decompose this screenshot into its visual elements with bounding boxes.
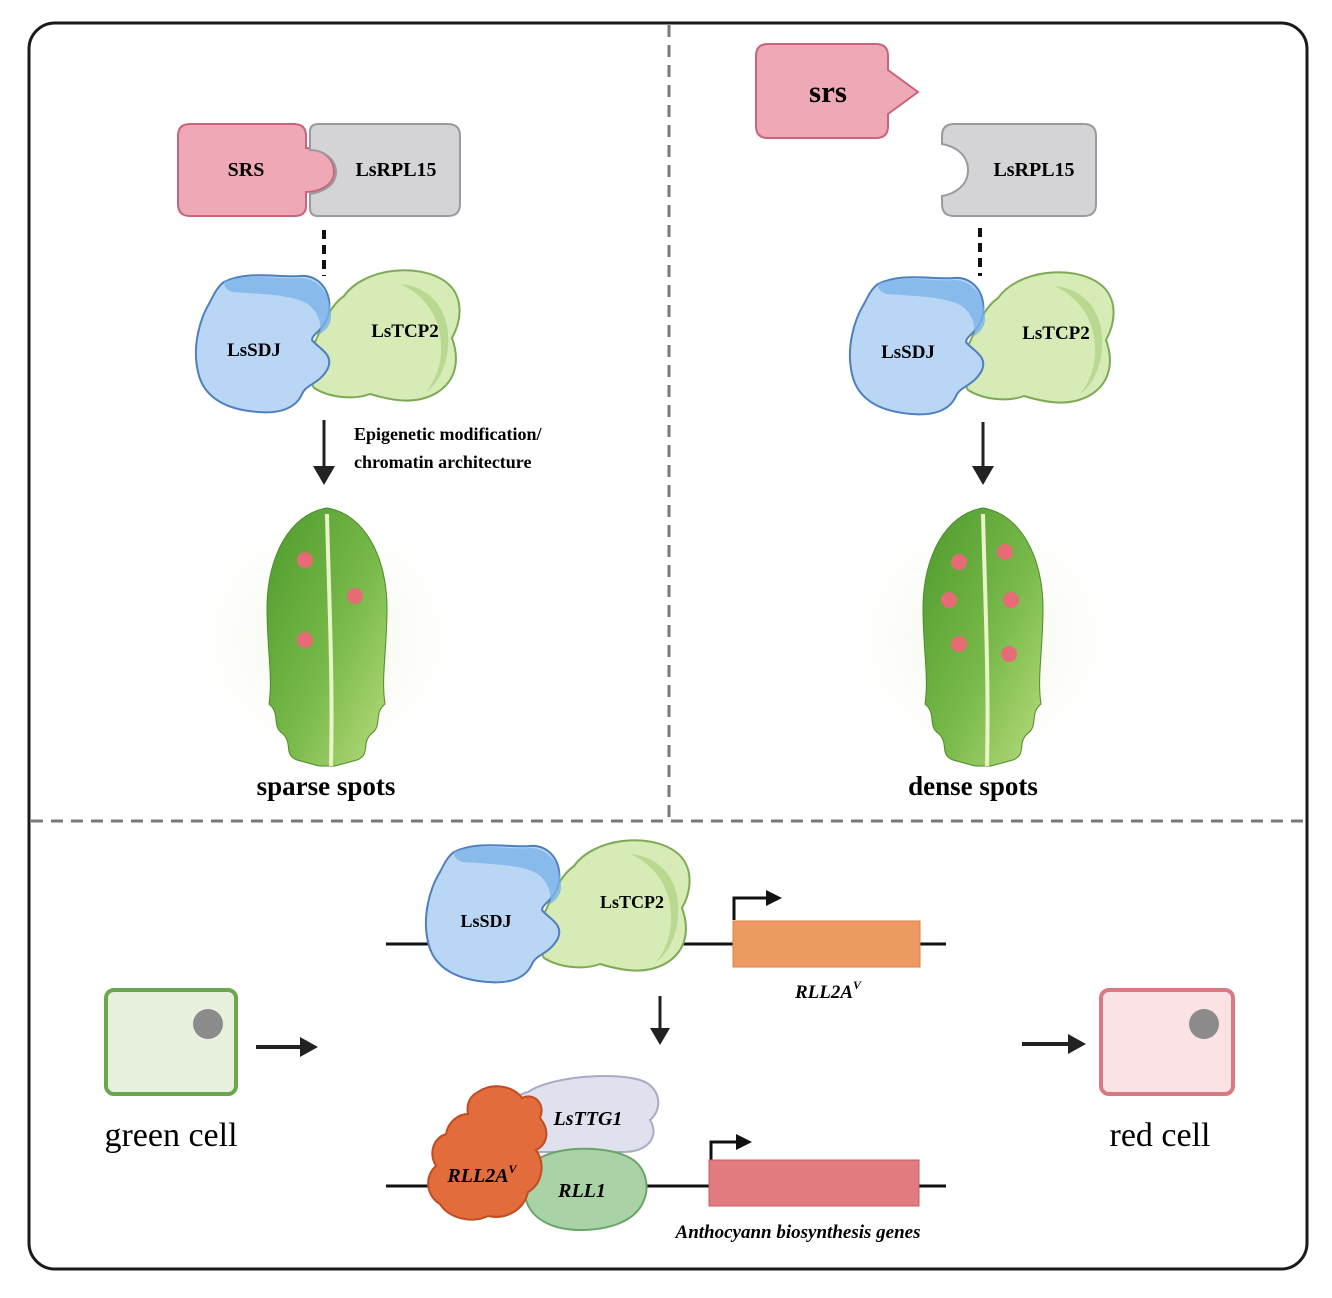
srs-label: SRS bbox=[228, 159, 265, 181]
dense-spots-caption: dense spots bbox=[908, 771, 1038, 801]
arrow-text-line2: chromatin architecture bbox=[354, 452, 531, 472]
panel-top-right: srs LsRPL15 LsSDJ LsTCP2 dense spots bbox=[755, 43, 1143, 801]
anthocyanin-gene-label: Anthocyann biosynthesis genes bbox=[675, 1222, 921, 1243]
green-cell bbox=[104, 988, 238, 1096]
promoter-arrow-2 bbox=[709, 1140, 740, 1162]
anthocyanin-gene-box bbox=[708, 1159, 920, 1207]
leaf-spot bbox=[1001, 646, 1017, 662]
leaf-sparse bbox=[167, 488, 487, 788]
red-cell-label: red cell bbox=[1110, 1117, 1211, 1154]
srs-mutant-label: srs bbox=[809, 74, 847, 109]
red-cell bbox=[1099, 988, 1235, 1096]
lsttg1-label: LsTTG1 bbox=[553, 1108, 623, 1130]
promoter-arrowhead-1 bbox=[766, 890, 782, 906]
lstcp2-label: LsTCP2 bbox=[371, 321, 439, 342]
srs-protein bbox=[177, 123, 336, 217]
lssdj-label-right: LsSDJ bbox=[881, 342, 935, 363]
arrow-head-bottom bbox=[650, 1028, 670, 1045]
panel-bottom: LsSDJ LsTCP2 RLL2AV LsTTG1 RLL1 RLL2AV A… bbox=[104, 839, 1235, 1243]
rll2a-gene-box bbox=[732, 920, 921, 968]
sparse-spots-caption: sparse spots bbox=[257, 771, 396, 801]
leaf-spot bbox=[297, 552, 313, 568]
leaf-spot bbox=[347, 588, 363, 604]
arrow-right-2-head bbox=[1068, 1034, 1086, 1054]
green-cell-nucleus bbox=[193, 1009, 223, 1039]
leaf-spots bbox=[297, 552, 363, 648]
green-cell-label: green cell bbox=[104, 1117, 237, 1154]
lsrpl15-label: LsRPL15 bbox=[355, 159, 436, 181]
arrow-right-1-head bbox=[300, 1037, 318, 1057]
lsrpl15-protein bbox=[309, 123, 461, 217]
arrow-head bbox=[313, 466, 335, 485]
lssdj-label-bottom: LsSDJ bbox=[460, 911, 511, 931]
leaf-spot bbox=[997, 544, 1013, 560]
lssdj-label: LsSDJ bbox=[227, 340, 281, 361]
panel-top-left: SRS LsRPL15 LsSDJ LsTCP2 Epigenetic modi… bbox=[167, 123, 542, 801]
lsrpl15-free-protein bbox=[941, 123, 1097, 217]
leaf-spot bbox=[297, 632, 313, 648]
arrow-head-right bbox=[972, 466, 994, 485]
leaf-spots bbox=[941, 544, 1019, 662]
red-cell-nucleus bbox=[1189, 1009, 1219, 1039]
leaf-spot bbox=[951, 636, 967, 652]
promoter-arrow-1 bbox=[732, 896, 770, 920]
lstcp2-label-right: LsTCP2 bbox=[1022, 323, 1090, 344]
leaf-spot bbox=[1003, 592, 1019, 608]
outer-frame bbox=[27, 21, 1309, 1271]
lsrpl15-free-label: LsRPL15 bbox=[993, 159, 1074, 181]
promoter-arrowhead-2 bbox=[736, 1134, 752, 1150]
rll2a-protein-label: RLL2AV bbox=[446, 1162, 517, 1187]
leaf-dense bbox=[823, 488, 1143, 788]
rll2a-protein bbox=[427, 1085, 548, 1221]
rll2a-gene-label: RLL2AV bbox=[794, 978, 862, 1003]
lstcp2-label-bottom: LsTCP2 bbox=[600, 892, 664, 912]
leaf-spot bbox=[951, 554, 967, 570]
srs-mutant-protein bbox=[755, 43, 920, 139]
leaf-spot bbox=[941, 592, 957, 608]
arrow-text-line1: Epigenetic modification/ bbox=[354, 424, 542, 444]
rll1-label: RLL1 bbox=[557, 1180, 606, 1202]
